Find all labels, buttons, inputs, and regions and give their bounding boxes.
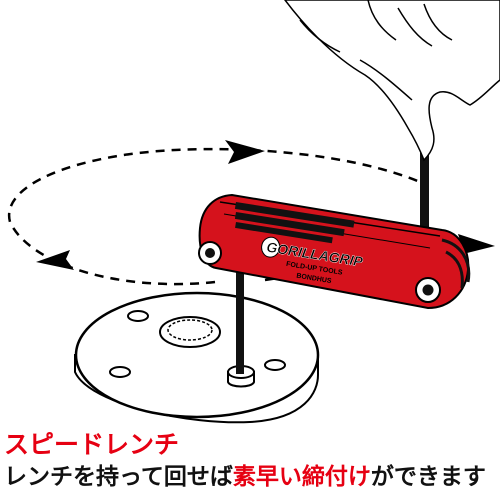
caption-title: スピードレンチ — [4, 430, 180, 459]
rotation-path — [7, 147, 421, 286]
caption-body-highlight: 素早い締付け — [232, 464, 371, 490]
base-plate — [74, 291, 320, 424]
arrow-right-icon — [225, 140, 265, 164]
caption-body-part2: ができます — [370, 464, 486, 490]
hex-key-tool: GORILLAGRIP FOLD-UP TOOLS BONDHUS — [198, 193, 471, 310]
caption-body: レンチを持って回せば素早い締付けができます — [4, 462, 496, 492]
arrow-left-icon — [36, 250, 74, 270]
product-illustration: GORILLAGRIP FOLD-UP TOOLS BONDHUS — [7, 0, 500, 424]
caption-body-part1: レンチを持って回せば — [4, 464, 233, 490]
hand-illustration — [284, 0, 500, 162]
